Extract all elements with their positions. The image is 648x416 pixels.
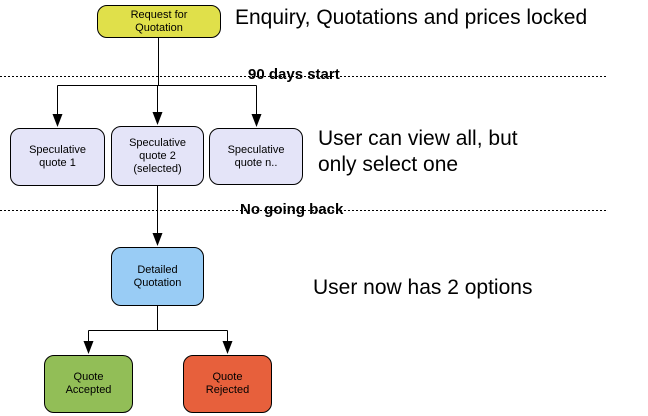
- arrowhead-spec1: [52, 114, 63, 127]
- phase-label-no-going-back: No going back: [240, 201, 344, 218]
- node-label: Request for Quotation: [130, 8, 188, 34]
- annotation-two-options-note: User now has 2 options: [313, 276, 533, 299]
- arrowhead-spec2: [152, 112, 163, 125]
- arrowhead-spec3: [251, 114, 262, 127]
- node-quote-rejected: Quote Rejected: [183, 355, 272, 413]
- node-detailed-quotation: Detailed Quotation: [111, 247, 204, 306]
- node-request-for-quotation: Request for Quotation: [97, 5, 221, 38]
- arrowhead-detailed: [152, 233, 163, 246]
- node-speculative-quote-n: Speculative quote n..: [209, 128, 303, 185]
- arrowhead-accepted: [83, 341, 94, 354]
- phase-label-90-days-start: 90 days start: [248, 66, 340, 83]
- node-speculative-quote-2-selected: Speculative quote 2 (selected): [111, 126, 204, 186]
- node-speculative-quote-1: Speculative quote 1: [10, 128, 105, 186]
- arrowhead-rejected: [222, 341, 233, 354]
- node-label: Quote Accepted: [65, 371, 112, 396]
- node-label: Speculative quote n..: [227, 143, 285, 169]
- node-label: Speculative quote 1: [29, 144, 86, 169]
- annotation-enquiry-note: Enquiry, Quotations and prices locked: [235, 6, 588, 29]
- node-label: Detailed Quotation: [133, 263, 182, 289]
- node-label: Speculative quote 2 (selected): [129, 136, 186, 175]
- node-quote-accepted: Quote Accepted: [44, 355, 133, 413]
- node-label: Quote Rejected: [205, 371, 250, 396]
- annotation-view-select-note: User can view all, but only select one: [318, 127, 518, 176]
